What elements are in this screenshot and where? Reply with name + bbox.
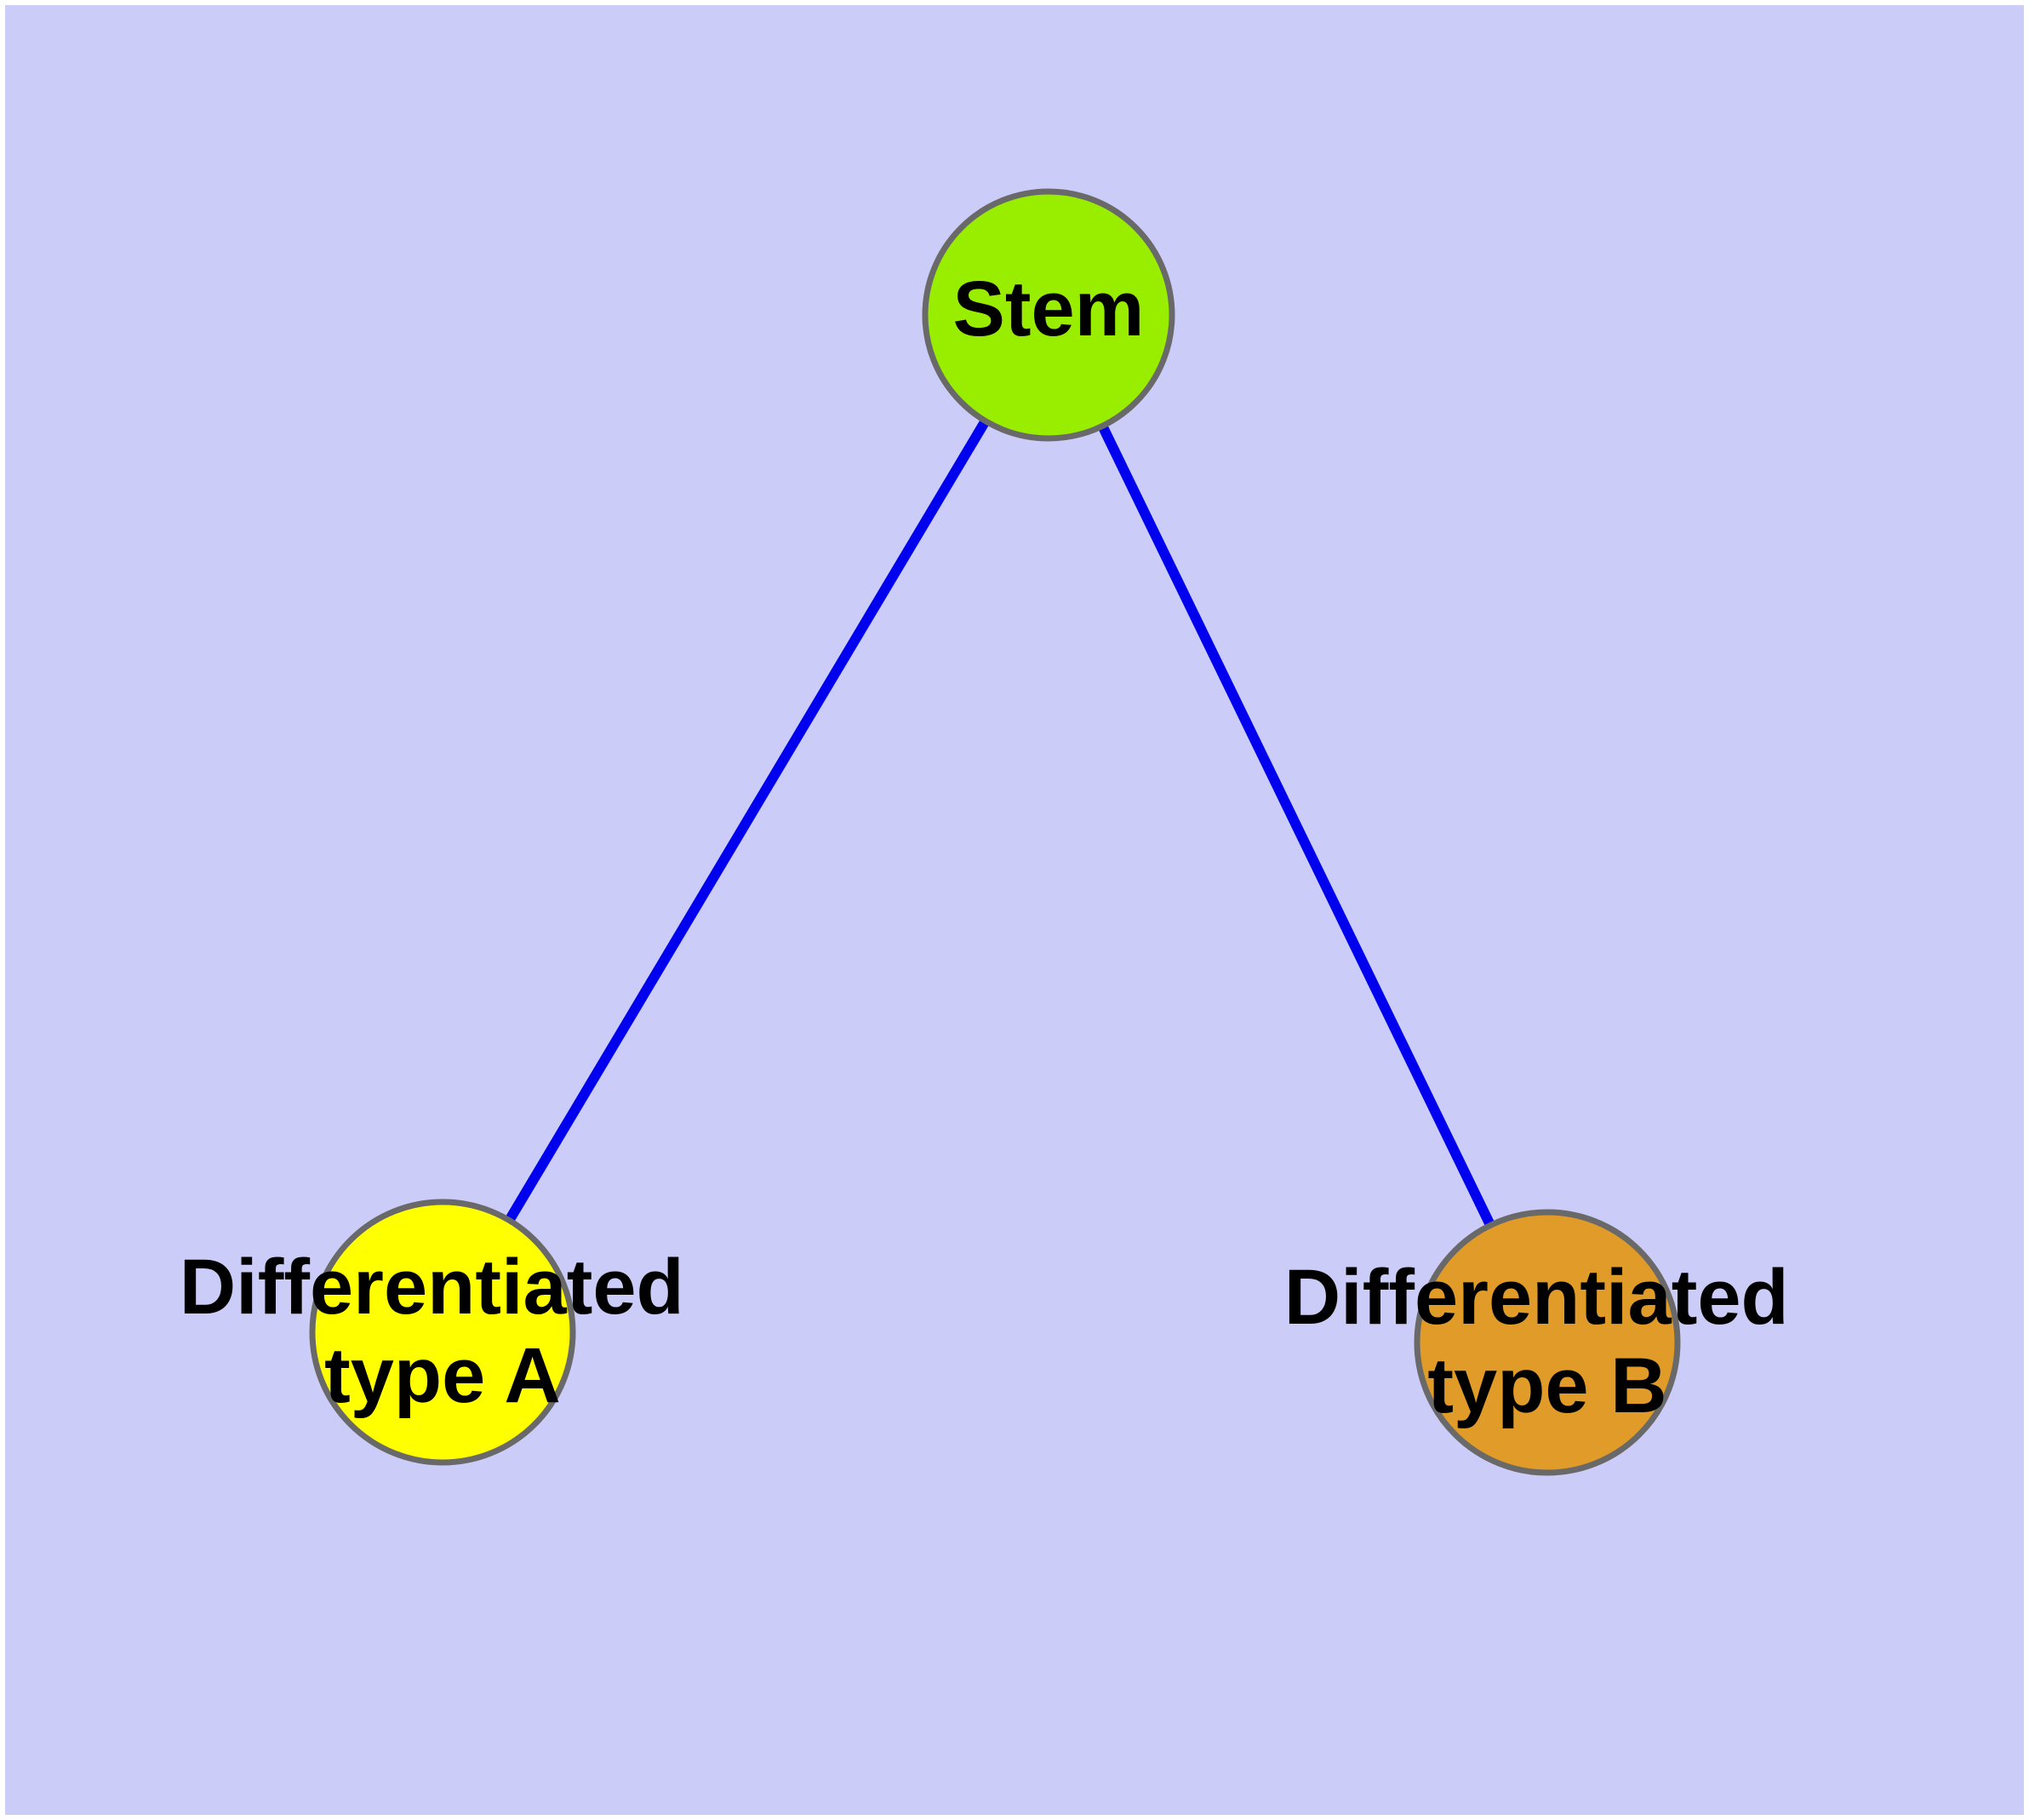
edge-layer: [505, 418, 1495, 1228]
node-label-differentiated-type-a: Differentiated type A: [180, 1244, 706, 1419]
edge-stem-to-differentiated-type-b: [1097, 423, 1495, 1228]
node-differentiated-type-a[interactable]: [309, 1199, 576, 1466]
edge-stem-to-differentiated-type-a: [505, 418, 990, 1223]
node-label-differentiated-type-a-line-2: type A: [324, 1332, 561, 1419]
node-label-stem-line-1: Stem: [953, 266, 1145, 352]
label-layer: Stem Differentiated type A Differentiate…: [180, 266, 1811, 1429]
node-label-differentiated-type-b: Differentiated type B: [1284, 1254, 1811, 1429]
node-label-differentiated-type-b-line-1: Differentiated: [1284, 1254, 1789, 1341]
node-stem[interactable]: [922, 188, 1175, 442]
node-label-stem: Stem: [953, 266, 1145, 352]
node-differentiated-type-b[interactable]: [1414, 1209, 1681, 1476]
node-label-differentiated-type-b-line-2: type B: [1427, 1342, 1666, 1429]
node-label-differentiated-type-a-line-1: Differentiated: [180, 1244, 684, 1331]
node-layer: [309, 188, 1681, 1476]
